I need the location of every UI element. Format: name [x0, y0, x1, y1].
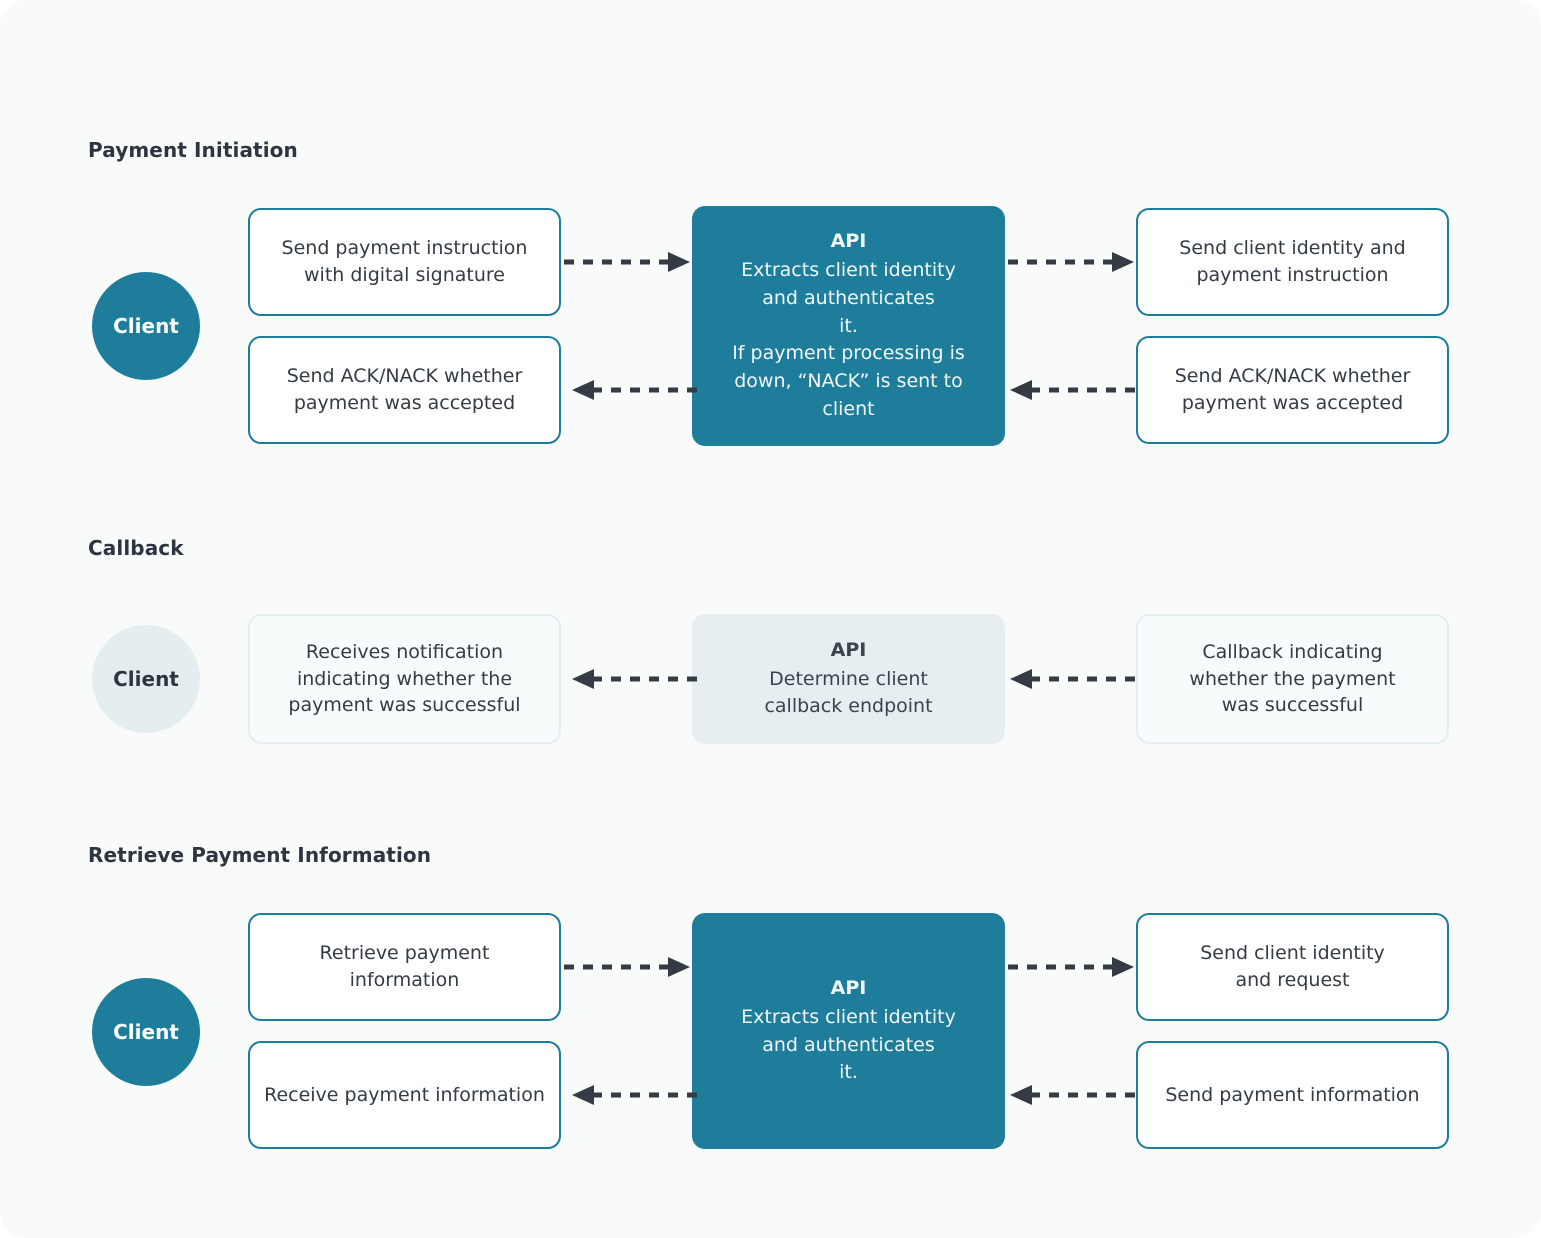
message-text: Send payment information [1165, 1083, 1420, 1106]
message-box-send-payment-information: Send payment information [1136, 1041, 1449, 1149]
client-node-retrieve: Client [92, 978, 200, 1086]
message-text: Retrieve payment information [319, 942, 490, 991]
client-label: Client [113, 314, 179, 338]
message-text: Callback indicating whether the payment … [1189, 640, 1396, 717]
arrow-api-to-client-1 [572, 380, 698, 400]
client-node-callback: Client [92, 625, 200, 733]
message-box-retrieve-payment-information: Retrieve payment information [248, 913, 561, 1021]
api-description: Extracts client identity and authenticat… [741, 1005, 956, 1084]
arrow-api-to-client-2 [572, 669, 698, 689]
message-text: Send ACK/NACK whether payment was accept… [286, 365, 523, 414]
arrow-api-to-client-3 [572, 1085, 698, 1105]
client-node-payment-initiation: Client [92, 272, 200, 380]
client-label: Client [113, 667, 179, 691]
arrow-backend-to-api-3 [1010, 1085, 1136, 1105]
message-text: Receives notification indicating whether… [288, 640, 521, 717]
message-text: Send client identity and payment instruc… [1179, 237, 1406, 286]
api-title: API [830, 638, 867, 661]
message-text: Send payment instruction with digital si… [281, 237, 528, 286]
api-description: Determine client callback endpoint [764, 667, 933, 718]
arrow-client-to-api-1 [564, 252, 690, 272]
message-box-send-client-identity-and-payment-instruction: Send client identity and payment instruc… [1136, 208, 1449, 316]
api-node-retrieve: API Extracts client identity and authent… [692, 913, 1005, 1149]
message-box-send-ack-nack-left: Send ACK/NACK whether payment was accept… [248, 336, 561, 444]
message-box-send-client-identity-and-request: Send client identity and request [1136, 913, 1449, 1021]
arrow-backend-to-api-1 [1010, 380, 1136, 400]
message-box-callback-indicating: Callback indicating whether the payment … [1136, 614, 1449, 744]
arrow-api-to-backend-3 [1008, 957, 1134, 977]
api-title: API [830, 229, 867, 252]
api-description: Extracts client identity and authenticat… [732, 258, 965, 421]
message-box-send-payment-instruction: Send payment instruction with digital si… [248, 208, 561, 316]
message-text: Send ACK/NACK whether payment was accept… [1174, 365, 1411, 414]
client-label: Client [113, 1020, 179, 1044]
message-box-receive-payment-information: Receive payment information [248, 1041, 561, 1149]
message-text: Receive payment information [264, 1083, 545, 1106]
message-box-send-ack-nack-right: Send ACK/NACK whether payment was accept… [1136, 336, 1449, 444]
message-text: Send client identity and request [1200, 942, 1385, 991]
arrow-client-to-api-3 [564, 957, 690, 977]
api-title: API [830, 976, 867, 999]
section-title-callback: Callback [88, 536, 184, 560]
api-node-payment-initiation: API Extracts client identity and authent… [692, 206, 1005, 446]
section-title-retrieve-payment-information: Retrieve Payment Information [88, 843, 432, 867]
section-title-payment-initiation: Payment Initiation [88, 138, 298, 162]
api-node-callback: API Determine client callback endpoint [692, 614, 1005, 744]
message-box-receives-notification: Receives notification indicating whether… [248, 614, 561, 744]
arrow-backend-to-api-2 [1010, 669, 1136, 689]
arrow-api-to-backend-1 [1008, 252, 1134, 272]
